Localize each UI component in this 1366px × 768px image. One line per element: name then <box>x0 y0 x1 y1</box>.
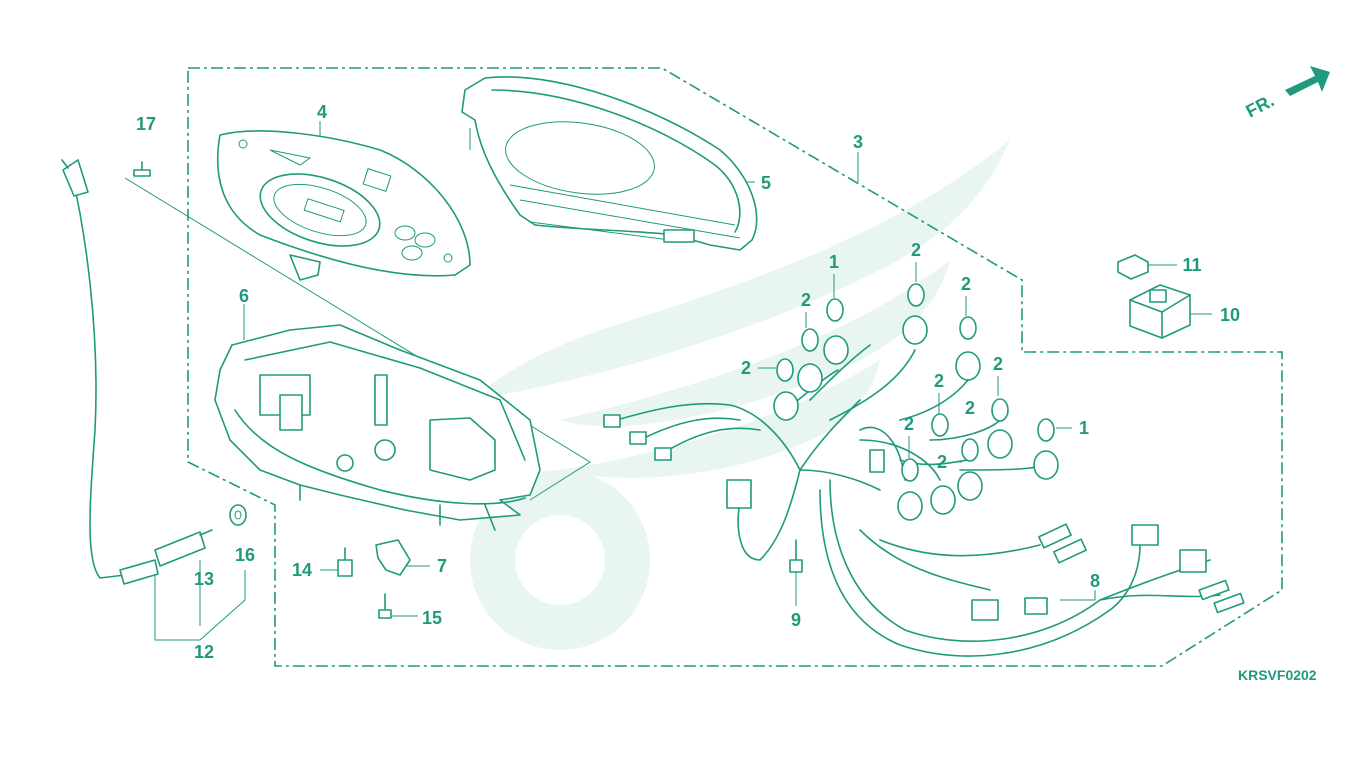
meter-case-6 <box>214 324 541 531</box>
callout-14: 14 <box>292 560 312 580</box>
harness-8 <box>819 479 1245 657</box>
callout-2: 2 <box>904 414 914 434</box>
callout-8: 8 <box>1090 571 1100 591</box>
callout-1: 1 <box>1079 418 1089 438</box>
callout-2: 2 <box>993 354 1003 374</box>
speedometer-cable-12 <box>61 159 213 585</box>
screw-15 <box>378 593 392 619</box>
callout-2: 2 <box>801 290 811 310</box>
meter-harness-3 <box>603 283 1059 561</box>
front-direction-label: FR. <box>1242 90 1277 121</box>
callout-5: 5 <box>761 173 771 193</box>
callout-4: 4 <box>317 102 327 122</box>
callout-3: 3 <box>853 132 863 152</box>
callout-9: 9 <box>791 610 801 630</box>
leader-12-13 <box>154 570 246 641</box>
callout-11: 11 <box>1182 255 1201 275</box>
callout-2: 2 <box>965 398 975 418</box>
callout-2: 2 <box>741 358 751 378</box>
washer-16 <box>229 504 247 526</box>
drawing-code: KRSVF0202 <box>1238 667 1317 683</box>
callout-7: 7 <box>437 556 447 576</box>
meter-panel-4 <box>216 130 471 281</box>
callout-2: 2 <box>961 274 971 294</box>
leader-17 <box>124 177 591 501</box>
bracket-7 <box>375 539 411 576</box>
assembly-boundary <box>187 67 1283 667</box>
front-direction-arrow: FR. <box>1242 66 1330 122</box>
pad-11 <box>1117 254 1149 280</box>
callout-10: 10 <box>1220 305 1240 325</box>
leader-8 <box>1060 590 1096 601</box>
callout-2: 2 <box>937 452 947 472</box>
callout-15: 15 <box>422 608 442 628</box>
callout-6: 6 <box>239 286 249 306</box>
callout-2: 2 <box>934 371 944 391</box>
screw-17 <box>133 161 151 177</box>
callout-2: 2 <box>911 240 921 260</box>
callout-13: 13 <box>194 569 214 589</box>
relay-10 <box>1129 284 1191 339</box>
callout-12: 12 <box>194 642 214 662</box>
meter-lens-5 <box>461 76 758 251</box>
callout-1: 1 <box>829 252 839 272</box>
nut-14 <box>337 547 353 577</box>
callout-16: 16 <box>235 545 255 565</box>
screw-9 <box>789 539 803 573</box>
callout-17: 17 <box>136 114 156 134</box>
